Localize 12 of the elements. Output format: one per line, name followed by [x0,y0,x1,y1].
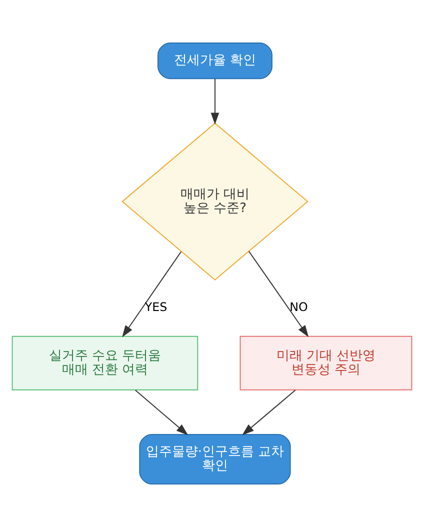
edge-label: YES [144,300,168,314]
arrow [122,250,182,337]
node-box: 전세가율 확인 [157,42,272,79]
node-box: 입주물량·인구흐름 교차 확인 [139,433,291,484]
node-box: 실거주 수요 두터움 매매 전환 여력 [12,335,198,390]
arrow [210,78,220,124]
arrow [248,250,309,337]
node-diamond: 매매가 대비 높은 수준? [122,122,308,280]
node-box: 미래 기대 선반영 변동성 주의 [240,335,412,390]
arrow [242,389,296,435]
edge-label: NO [290,300,308,314]
arrow [134,389,188,435]
